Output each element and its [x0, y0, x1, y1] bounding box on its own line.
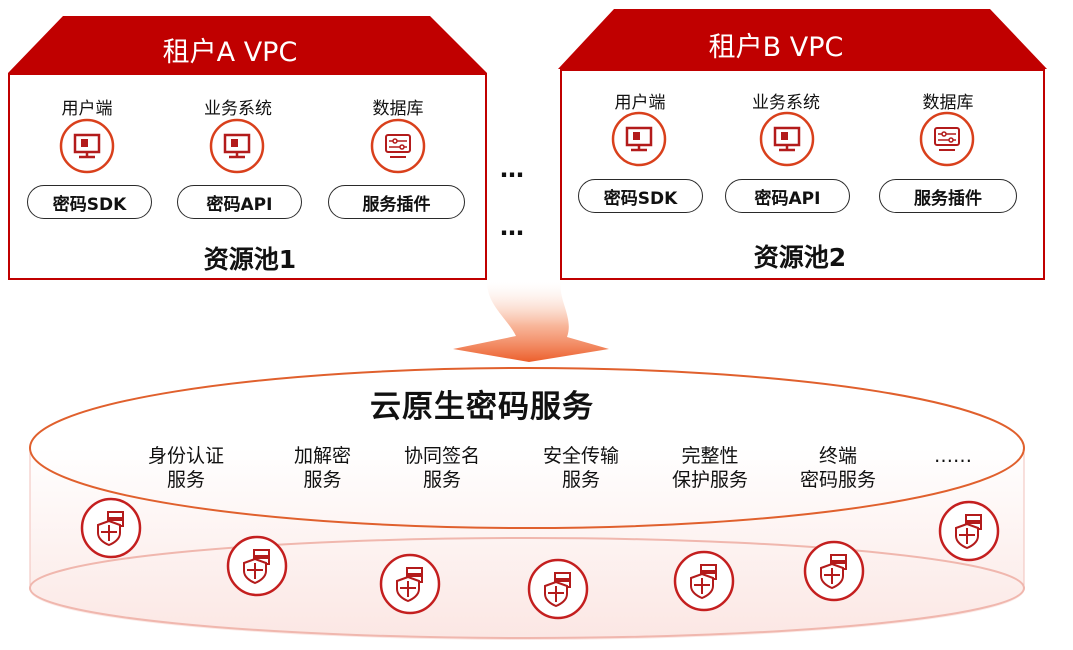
- shield-server-icon: [938, 500, 1000, 562]
- tenant-b-roof: [558, 9, 1047, 69]
- service-line1: 协同签名: [403, 445, 480, 467]
- service-integrity-protection: 完整性 保护服务: [655, 444, 765, 492]
- service-line2: 服务: [303, 469, 342, 491]
- tenant-b-database-label: 数据库: [922, 93, 974, 113]
- tenant-b-vpc-box: [558, 9, 1047, 280]
- shield-server-icon: [226, 535, 288, 597]
- service-line2: 服务: [166, 469, 205, 491]
- cylinder-side-fade: [30, 448, 1024, 640]
- monitor-icon: [759, 111, 815, 167]
- cylinder-bottom-ellipse: [29, 537, 1025, 639]
- cloud-service-title: 云原生密码服务: [370, 389, 594, 425]
- service-encryption: 加解密 服务: [270, 444, 375, 492]
- tenant-b-sdk-pill[interactable]: 密码SDK: [578, 179, 703, 213]
- cylinder-top-ellipse: [29, 367, 1025, 529]
- service-line1: ……: [934, 445, 972, 467]
- tenant-a-database-label: 数据库: [372, 99, 424, 119]
- tenant-b-user-label: 用户端: [614, 93, 666, 113]
- ellipsis-top: …: [500, 155, 526, 183]
- service-secure-transport: 安全传输 服务: [526, 444, 636, 492]
- service-line1: 身份认证: [147, 445, 224, 467]
- service-line1: 安全传输: [542, 445, 619, 467]
- service-identity-auth: 身份认证 服务: [131, 444, 241, 492]
- tenant-a-plugin-pill[interactable]: 服务插件: [328, 185, 465, 219]
- tenant-b-title: 租户B VPC: [708, 32, 844, 63]
- tenant-a-sdk-pill[interactable]: 密码SDK: [27, 185, 152, 219]
- service-line2: 服务: [422, 469, 461, 491]
- shield-server-icon: [803, 540, 865, 602]
- tenant-b-body: [560, 69, 1045, 280]
- service-collaborative-signature: 协同签名 服务: [387, 444, 497, 492]
- database-settings-icon: [370, 118, 426, 174]
- service-line1: 完整性: [681, 445, 739, 467]
- shield-server-icon: [80, 497, 142, 559]
- ellipsis-bottom: …: [500, 213, 526, 241]
- service-line2: 保护服务: [671, 469, 748, 491]
- shield-server-icon: [527, 558, 589, 620]
- cloud-service-cylinder: [29, 367, 1025, 640]
- tenant-a-pool-label: 资源池1: [203, 245, 297, 274]
- monitor-icon: [59, 118, 115, 174]
- tenant-a-roof: [8, 16, 487, 73]
- tenant-b-business-label: 业务系统: [752, 93, 820, 113]
- database-settings-icon: [919, 111, 975, 167]
- tenant-a-business-label: 业务系统: [204, 99, 272, 119]
- service-terminal-crypto: 终端 密码服务: [783, 444, 893, 492]
- monitor-icon: [611, 111, 667, 167]
- shield-server-icon: [673, 550, 735, 612]
- tenant-a-vpc-box: [8, 16, 487, 280]
- service-line1: 加解密: [293, 445, 351, 467]
- monitor-icon: [209, 118, 265, 174]
- tenant-a-user-label: 用户端: [61, 99, 113, 119]
- service-line1: 终端: [818, 445, 857, 467]
- tenant-b-api-pill[interactable]: 密码API: [725, 179, 850, 213]
- tenant-a-title: 租户A VPC: [162, 37, 298, 68]
- tenant-a-body: [8, 73, 487, 280]
- service-line2: 密码服务: [799, 469, 876, 491]
- tenant-b-plugin-pill[interactable]: 服务插件: [879, 179, 1017, 213]
- service-more: ……: [918, 444, 988, 468]
- shield-server-icon: [379, 553, 441, 615]
- tenant-b-pool-label: 资源池2: [753, 243, 847, 272]
- service-line2: 服务: [561, 469, 600, 491]
- merge-arrow: [453, 282, 609, 362]
- tenant-a-api-pill[interactable]: 密码API: [177, 185, 302, 219]
